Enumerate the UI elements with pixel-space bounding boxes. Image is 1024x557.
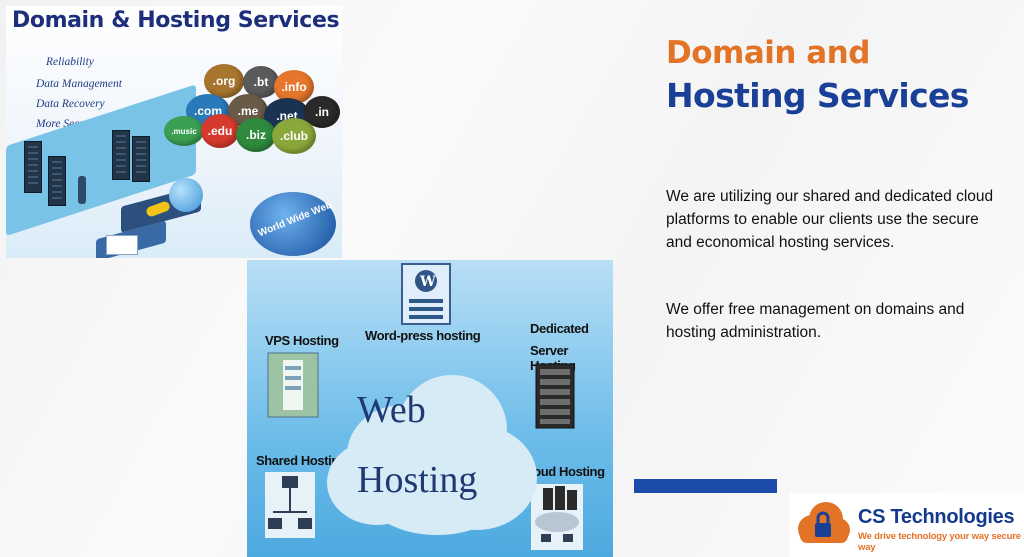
server-rack-icon [48, 156, 66, 206]
cloud-lock-icon [798, 502, 850, 543]
globe-icon [169, 178, 203, 212]
description-paragraph: We are utilizing our shared and dedicate… [666, 188, 994, 251]
shared-network-icon [265, 472, 315, 538]
server-rack-icon [132, 136, 150, 182]
accent-bar [634, 479, 777, 493]
shared-hosting-label: Shared Hosting [256, 453, 347, 468]
dedicated-label-line1: Dedicated [530, 321, 589, 336]
tld-bubble: .in [304, 96, 340, 128]
server-rack-icon [24, 141, 42, 193]
heading-line1: Domain and [666, 35, 870, 71]
logo-name: CS Technologies [858, 506, 1015, 528]
vps-hosting-label: VPS Hosting [265, 333, 339, 348]
envelope-icon [106, 235, 138, 255]
web-hosting-image: W Word-press hosting VPS Hosting Dedicat… [247, 260, 613, 557]
tld-bubble: .edu [201, 114, 239, 148]
globe-label: World Wide Web [256, 199, 334, 240]
tld-bubble: .bt [243, 66, 279, 98]
feature-data-management: Data Management [36, 78, 122, 90]
tld-bubble: .club [272, 118, 316, 154]
heading-line2: Hosting Services [666, 76, 969, 115]
web-hosting-title-line2: Hosting [357, 459, 478, 501]
company-logo: CS Technologies We drive technology your… [790, 493, 1024, 557]
wordpress-hosting-label: Word-press hosting [365, 328, 481, 343]
tld-bubble: .biz [236, 118, 276, 152]
description-paragraph: We offer free management on domains and … [666, 301, 965, 341]
svg-text:W: W [419, 274, 436, 290]
server-rack-icon [112, 130, 130, 180]
tld-bubble: .music [164, 116, 204, 146]
wordpress-page-icon: W [401, 263, 451, 325]
domain-image-title: Domain & Hosting Services [12, 8, 340, 33]
feature-data-recovery: Data Recovery [36, 98, 105, 110]
logo-tagline: We drive technology your way secure way [858, 531, 1021, 553]
world-wide-web-globe-icon: World Wide Web [250, 192, 336, 256]
feature-reliability: Reliability [46, 56, 94, 68]
tld-bubble: .org [204, 64, 244, 98]
web-hosting-title-line1: Web [357, 389, 426, 431]
vps-server-icon [267, 352, 319, 418]
dedicated-server-icon [535, 363, 575, 429]
cloud-hosting-label: Cloud Hosting [521, 464, 605, 479]
domain-hosting-image: Domain & Hosting Services Reliability Da… [6, 6, 342, 258]
technician-icon [78, 176, 86, 204]
cloud-server-icon [531, 484, 583, 550]
cloud-shape [327, 355, 537, 535]
